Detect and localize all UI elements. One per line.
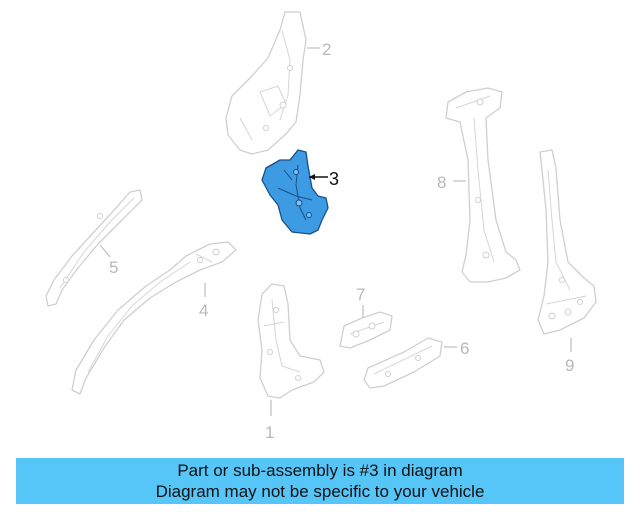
part-1[interactable] [257,283,325,399]
callout-2: 2 [322,40,331,59]
callout-4: 4 [199,301,208,320]
part-2[interactable] [225,11,307,155]
callout-8: 8 [437,173,446,192]
part-5[interactable] [45,189,143,307]
callout-1: 1 [265,423,274,442]
callout-5: 5 [109,258,118,277]
part-4[interactable] [71,241,237,395]
callout-3: 3 [329,169,339,189]
part-3[interactable] [261,149,329,235]
part-6[interactable] [363,337,443,389]
callout-6: 6 [460,339,469,358]
part-9[interactable] [537,149,597,335]
banner-line-2: Diagram may not be specific to your vehi… [155,482,485,501]
part-7[interactable] [339,311,393,349]
banner-line-1: Part or sub-assembly is #3 in diagram [177,461,463,480]
part-8[interactable] [445,87,521,283]
parts-diagram: 2 3 8 9 5 [45,11,597,442]
callout-9: 9 [565,356,574,375]
info-banner: Part or sub-assembly is #3 in diagram Di… [16,458,624,504]
callout-7: 7 [356,285,365,304]
